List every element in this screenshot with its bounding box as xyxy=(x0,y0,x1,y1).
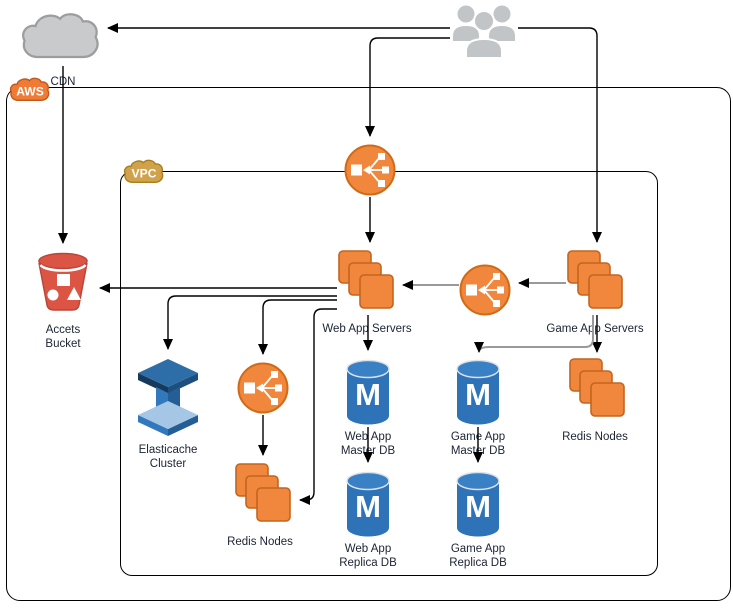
web-app-servers-label: Web App Servers xyxy=(322,323,412,335)
elasticache-node xyxy=(134,357,202,437)
users-node xyxy=(450,2,518,59)
redis-nodes-game-node xyxy=(568,358,626,422)
database-cylinder-icon: M xyxy=(456,471,500,537)
cloud-icon xyxy=(22,13,99,59)
game-master-db-label: Game App Master DB xyxy=(450,431,506,458)
load-balancer-redis-node xyxy=(237,362,289,414)
database-cylinder-icon: M xyxy=(346,359,390,425)
elasticache-icon xyxy=(138,359,198,436)
instance-stack-icon xyxy=(569,358,625,417)
load-balancer-internal-node xyxy=(459,264,511,316)
vpc-label-cloud: VPC xyxy=(121,158,167,191)
game-replica-db-node: M xyxy=(454,470,502,538)
game-app-servers-label: Game App Servers xyxy=(546,323,644,335)
assets-bucket-node xyxy=(36,250,90,314)
aws-tag-text: AWS xyxy=(16,85,44,99)
cdn-node xyxy=(20,8,102,66)
web-app-servers-node xyxy=(337,250,395,314)
elastic-load-balancer-icon xyxy=(237,362,289,414)
instance-stack-icon xyxy=(338,250,394,309)
aws-tag-cloud-shape xyxy=(9,77,50,101)
web-master-db-label: Web App Master DB xyxy=(340,431,396,458)
elastic-load-balancer-icon xyxy=(459,264,511,316)
elasticache-label: Elasticache Cluster xyxy=(138,444,198,471)
web-master-db-node: M xyxy=(344,358,392,426)
game-app-servers-node xyxy=(566,250,624,314)
database-cylinder-icon: M xyxy=(456,359,500,425)
redis-nodes-web-label: Redis Nodes xyxy=(227,536,293,548)
aws-label-cloud: AWS xyxy=(7,76,53,109)
game-master-db-node: M xyxy=(454,358,502,426)
db-letter: M xyxy=(465,377,491,412)
instance-stack-icon xyxy=(235,463,291,522)
s3-bucket-icon xyxy=(38,252,88,311)
vpc-tag-cloud-shape xyxy=(123,159,164,183)
redis-nodes-game-label: Redis Nodes xyxy=(562,431,628,443)
vpc-tag-text: VPC xyxy=(132,167,157,181)
web-replica-db-label: Web App Replica DB xyxy=(339,543,397,570)
redis-nodes-web-node xyxy=(234,463,292,527)
game-replica-db-label: Game App Replica DB xyxy=(449,543,507,570)
aws-boundary-box xyxy=(6,87,731,601)
load-balancer-web-node xyxy=(344,144,396,196)
database-cylinder-icon: M xyxy=(346,471,390,537)
db-letter: M xyxy=(355,489,381,524)
db-letter: M xyxy=(355,377,381,412)
users-group-icon xyxy=(451,3,517,59)
instance-stack-icon xyxy=(567,250,623,309)
db-letter: M xyxy=(465,489,491,524)
web-replica-db-node: M xyxy=(344,470,392,538)
assets-bucket-label: Accets Bucket xyxy=(45,324,81,351)
elastic-load-balancer-icon xyxy=(344,144,396,196)
